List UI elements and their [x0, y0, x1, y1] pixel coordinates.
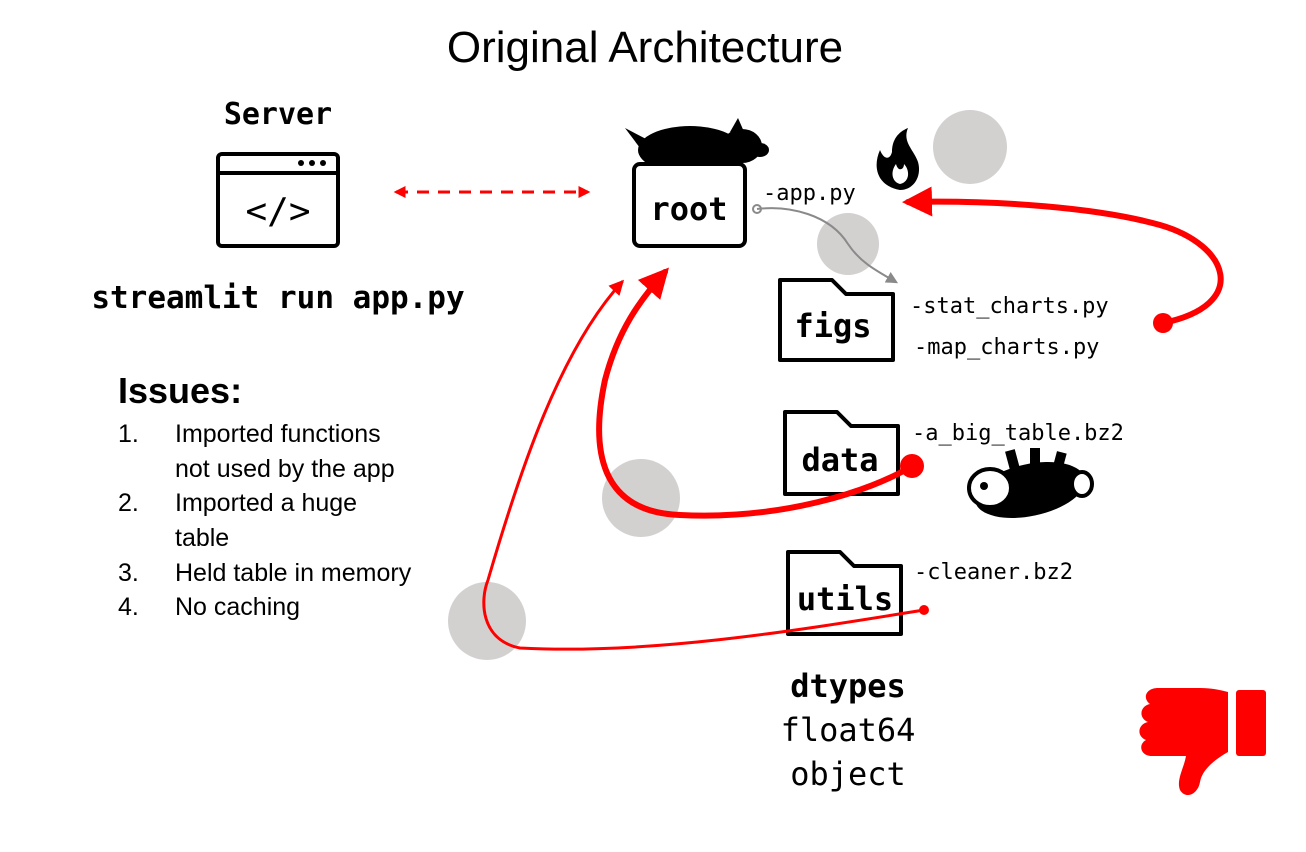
issues-heading: Issues: [118, 370, 242, 411]
figs-file-map-charts: -map_charts.py [914, 335, 1099, 360]
data-dot [900, 454, 924, 478]
issue-3-number: 3. [118, 559, 139, 587]
issues-list: 1. Imported functions not used by the ap… [118, 420, 412, 621]
issue-1-number: 1. [118, 420, 139, 448]
node-top-right [933, 110, 1007, 184]
issue-4-number: 4. [118, 593, 139, 621]
figs-file-stat-charts: -stat_charts.py [910, 294, 1109, 319]
root-box [632, 162, 747, 248]
utils-file-cleaner: -cleaner.bz2 [914, 560, 1073, 585]
issue-1-line-1: Imported functions [175, 420, 381, 448]
data-file-big-table: -a_big_table.bz2 [912, 421, 1124, 446]
folder-figs-label: figs [794, 307, 871, 345]
folder-data: data [783, 410, 900, 496]
folder-figs: figs [778, 278, 895, 362]
utils-dot [919, 605, 929, 615]
issue-4-line-1: No caching [175, 593, 300, 621]
root-file: -app.py [763, 181, 856, 206]
server-label: Server [224, 97, 332, 132]
folder-data-label: data [801, 441, 878, 479]
issue-2-line-1: Imported a huge [175, 489, 357, 517]
data-to-root-arrow [596, 267, 915, 519]
dtype-object: object [790, 755, 906, 793]
root-label: root [650, 190, 727, 228]
root-to-figs-link [756, 207, 899, 284]
code-window-icon: </> [216, 152, 340, 248]
issue-2-line-2: table [175, 524, 229, 552]
issue-3-line-1: Held table in memory [175, 559, 412, 587]
node-data-return [602, 459, 680, 537]
dtype-float64: float64 [781, 711, 916, 749]
folder-utils-label: utils [797, 580, 893, 618]
issue-2-number: 2. [118, 489, 139, 517]
server-command: streamlit run app.py [91, 280, 464, 316]
issue-1-line-2: not used by the app [175, 455, 395, 483]
stat-charts-dot [1153, 313, 1173, 333]
upside-down-pig-icon [967, 448, 1094, 518]
flame-icon [876, 128, 920, 190]
diagram-title: Original Architecture [447, 23, 843, 72]
folder-utils: utils [786, 550, 903, 636]
code-glyph: </> [245, 191, 310, 232]
stat-charts-to-app-arrow [902, 186, 1224, 326]
dtypes-heading: dtypes [790, 667, 906, 705]
utils-to-root-arrow [482, 279, 926, 651]
thumbs-down-icon [1139, 688, 1266, 796]
